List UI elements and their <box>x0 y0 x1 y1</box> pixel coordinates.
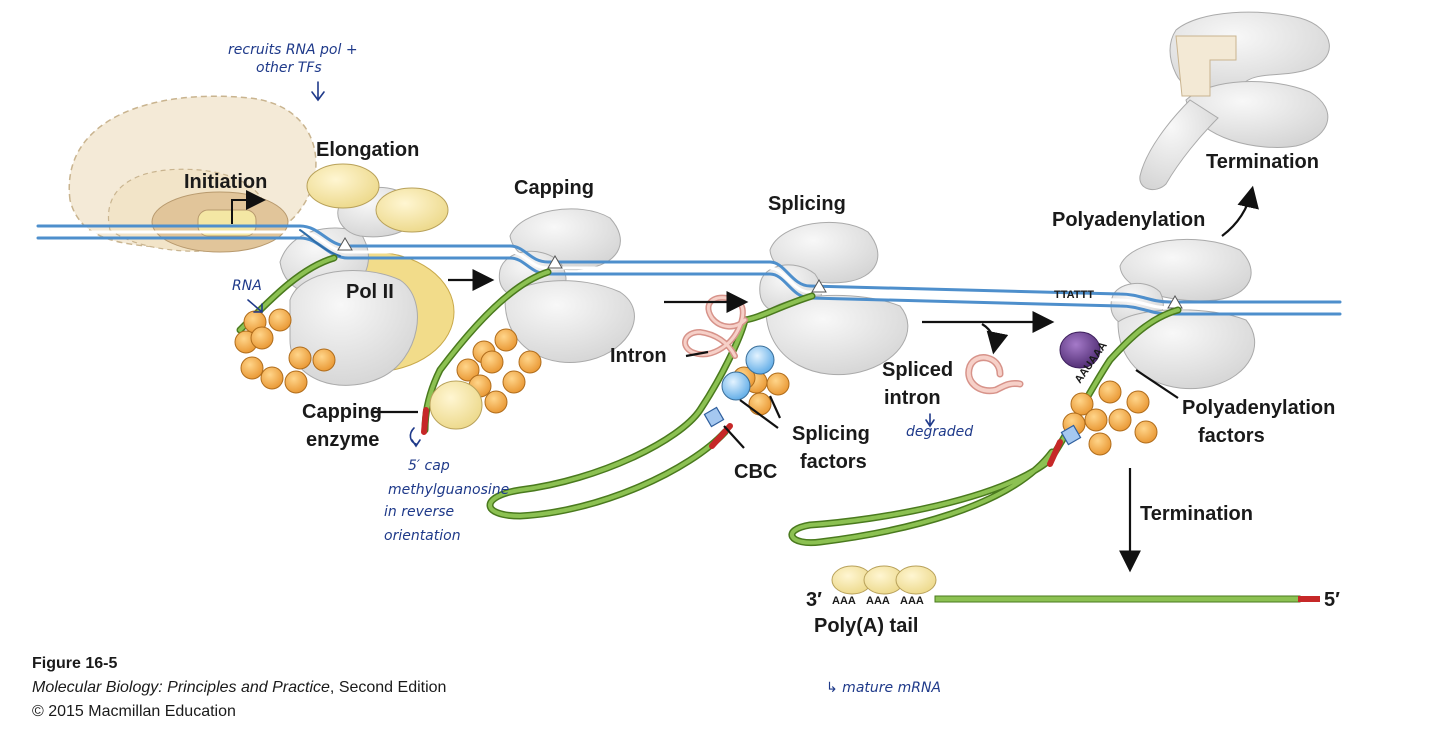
cbc-square-1 <box>703 406 725 428</box>
process-arrows <box>372 185 1259 573</box>
polyadenylation-factor <box>1059 331 1101 369</box>
note-degraded: degraded <box>906 424 973 440</box>
caption-copyright: © 2015 Macmillan Education <box>32 703 236 720</box>
ctd-beads-4 <box>1062 380 1158 456</box>
note-cap-3: in reverse <box>384 504 454 520</box>
label-polya-factors-2: factors <box>1198 425 1265 447</box>
label-three-prime: 3′ <box>806 589 822 611</box>
note-rna: RNA <box>232 278 262 294</box>
active-site-2 <box>547 255 563 269</box>
label-spliced-intron-2: intron <box>884 387 941 409</box>
label-pol2: Pol II <box>346 281 394 303</box>
promoter-arrow <box>231 190 266 224</box>
label-intron: Intron <box>610 345 667 367</box>
mature-mrna <box>831 565 1320 603</box>
label-splicing: Splicing <box>768 193 846 215</box>
label-polyadenylation: Polyadenylation <box>1052 209 1205 231</box>
active-site-3 <box>811 279 827 293</box>
splicing-factor-1 <box>745 345 775 375</box>
ctd-beads-2 <box>456 328 542 414</box>
label-aaa-1: AAA <box>832 595 856 607</box>
note-recruits-1: recruits RNA pol + <box>228 42 358 58</box>
note-recruits-2: other TFs <box>256 60 322 76</box>
caption-book: Molecular Biology: Principles and Practi… <box>32 679 330 696</box>
label-elongation: Elongation <box>316 139 419 161</box>
ctd-beads-1 <box>234 308 336 394</box>
pol-ii-splicing <box>759 221 909 376</box>
label-splicing-factors-1: Splicing <box>792 423 870 445</box>
label-termination-top: Termination <box>1206 151 1319 173</box>
cbc-square-2 <box>1060 424 1082 446</box>
active-site-1 <box>337 237 353 251</box>
caption-book-line: Molecular Biology: Principles and Practi… <box>32 679 446 696</box>
label-capping-enzyme-1: Capping <box>302 401 382 423</box>
note-cap-1: 5′ cap <box>408 458 450 474</box>
handwritten-arrows <box>247 81 935 448</box>
label-capping-enzyme-2: enzyme <box>306 429 379 451</box>
label-polya-factors-1: Polyadenylation <box>1182 397 1335 419</box>
note-cap-4: orientation <box>384 528 461 544</box>
label-ttattt: TTATTT <box>1054 289 1094 301</box>
label-five-prime: 5′ <box>1324 589 1340 611</box>
label-capping: Capping <box>514 177 594 199</box>
note-mature: ↳ mature mRNA <box>826 680 941 696</box>
label-cbc: CBC <box>734 461 777 483</box>
label-polya-tail: Poly(A) tail <box>814 615 918 637</box>
label-termination-mid: Termination <box>1140 503 1253 525</box>
label-aaa-3: AAA <box>900 595 924 607</box>
label-aaa-2: AAA <box>866 595 890 607</box>
label-spliced-intron-1: Spliced <box>882 359 953 381</box>
capping-enzyme <box>429 380 483 430</box>
splicing-factor-2 <box>721 371 751 401</box>
note-cap-2: methylguanosine <box>388 482 509 498</box>
label-splicing-factors-2: factors <box>800 451 867 473</box>
caption-edition: , Second Edition <box>330 679 447 696</box>
dna-strand <box>36 224 1342 316</box>
label-initiation: Initiation <box>184 171 267 193</box>
pol-ii-released <box>1139 11 1330 191</box>
caption-figure: Figure 16-5 <box>32 655 117 672</box>
